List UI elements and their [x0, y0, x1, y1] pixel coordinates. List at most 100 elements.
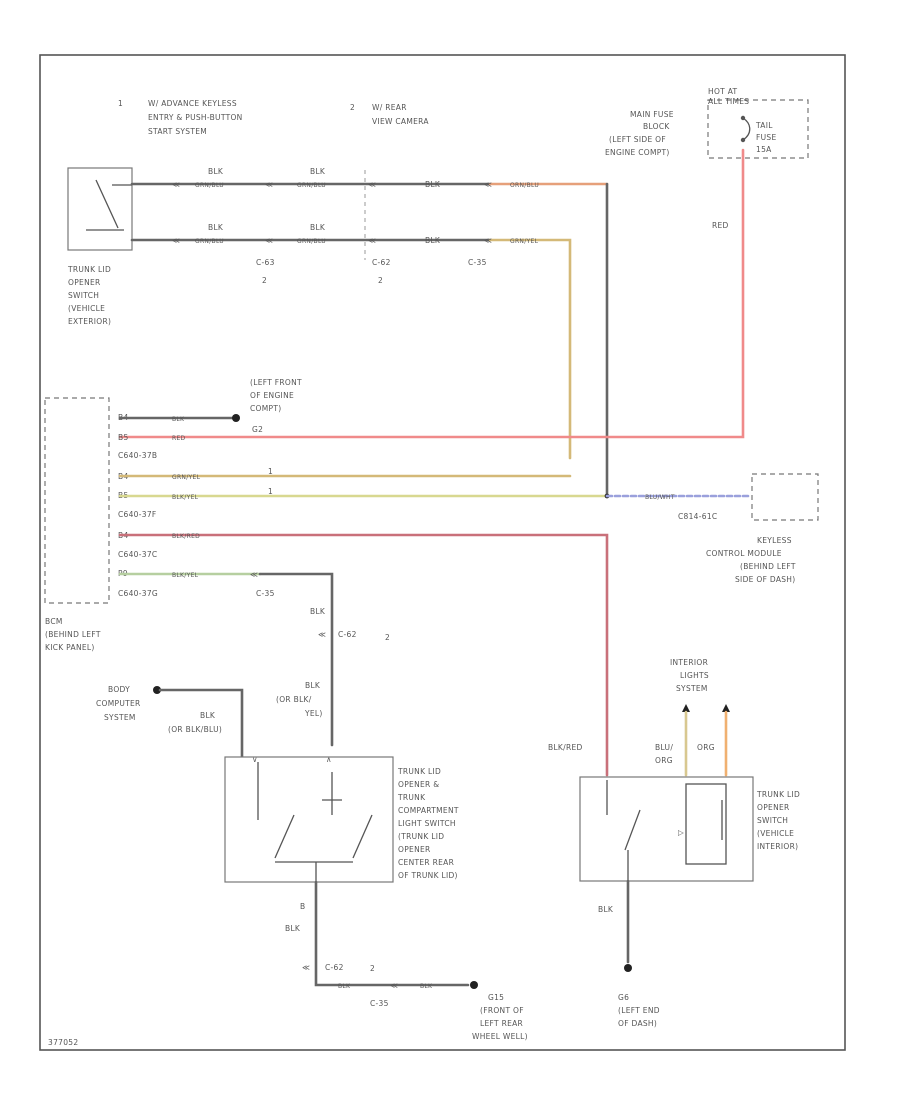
interior-switch-line1: TRUNK LID: [756, 790, 800, 799]
wire-label-blk-ground2: BLK: [420, 983, 433, 990]
bcm-wires: BLK RED GRN/YEL BLK/YEL BLK/RED BLK/YEL …: [118, 414, 750, 777]
keyless-control-module: C814-61C KEYLESS CONTROL MODULE (BEHIND …: [678, 473, 819, 584]
interior-switch-contact-icon: [624, 809, 641, 851]
wire-label-bcm-blk: BLK: [172, 416, 185, 423]
wire-label-blk-1: BLK: [208, 167, 224, 176]
connector-c35-low: C-35: [370, 999, 389, 1008]
fuse-block-line2: BLOCK: [643, 122, 670, 131]
wire-label-or-blkyel-2: (OR BLK/: [276, 695, 312, 704]
fuse-block-outline: [707, 99, 809, 159]
interior-switch-box: [579, 776, 754, 882]
keyless-line4: SIDE OF DASH): [735, 575, 795, 584]
trunk-switch-line6: (TRUNK LID: [398, 832, 444, 841]
wire-label-blk-lower: BLK: [285, 924, 301, 933]
trunk-switch-contact-right-icon: [352, 814, 373, 859]
diagram-id: 377052: [48, 1038, 78, 1047]
wire-label-blk-ground: BLK: [338, 983, 351, 990]
exterior-switch-box: [67, 167, 133, 251]
wire-label-bcm-red: RED: [172, 435, 186, 442]
connector-mark-9: ≪: [250, 570, 258, 579]
ground-g2-line1: (LEFT FRONT: [250, 378, 302, 387]
notes: 1 W/ ADVANCE KEYLESS ENTRY & PUSH-BUTTON…: [118, 99, 429, 136]
wire-blk-vertical: [258, 572, 334, 747]
wire-label-blkred: BLK/RED: [548, 743, 583, 752]
fuse-block-line1: MAIN FUSE: [630, 110, 674, 119]
connector-c63-note: 2: [262, 276, 267, 285]
connector-mark-10: ≪: [318, 630, 326, 639]
ground-g2-line4: G2: [252, 425, 263, 434]
ground-g15-icon: [470, 981, 478, 989]
keyless-pin: C814-61C: [678, 512, 717, 521]
bcm-pin-2: B5: [118, 433, 129, 442]
fuse-element-icon: [742, 117, 751, 141]
trunk-compartment-switch: ∨ ∧ TRUNK LID OPENER & TRUNK COMPARTMENT…: [224, 755, 459, 883]
bcm-label-line3: KICK PANEL): [45, 643, 95, 652]
fuse-hot-line1: HOT AT: [708, 87, 738, 96]
ground-g2-line2: OF ENGINE: [250, 391, 294, 400]
wire-label-blk-vertical: BLK: [310, 607, 326, 616]
body-computer-line3: SYSTEM: [104, 713, 136, 722]
bcm-label-line2: (BEHIND LEFT: [45, 630, 101, 639]
wire-label-blk-trunk: BLK: [305, 681, 321, 690]
keyless-line2: CONTROL MODULE: [706, 549, 782, 558]
ext-switch-line1: TRUNK LID: [67, 265, 111, 274]
wire-label-grn-low2: GRN/BLU: [297, 238, 326, 245]
trunk-switch-line8: CENTER REAR: [398, 858, 454, 867]
ground-g6-line3: OF DASH): [618, 1019, 657, 1028]
wire-label-org: ORG: [697, 743, 715, 752]
interior-switch-line2: OPENER: [757, 803, 790, 812]
ground-g6-line2: (LEFT END: [618, 1006, 660, 1015]
connector-c62-note: 2: [378, 276, 383, 285]
ground-g6-icon: [624, 964, 632, 972]
wire-label-blu-org-2: ORG: [655, 756, 673, 765]
connector-mark-11: ≪: [302, 963, 310, 972]
trunk-switch-line3: TRUNK: [397, 793, 426, 802]
bcm-note-1: 1: [268, 467, 273, 476]
connector-c62: C-62: [372, 258, 391, 267]
wire-label-or-blkyel-1: (OR BLK/BLU): [168, 725, 222, 734]
interior-switch-diode-icon: ▷: [678, 828, 684, 837]
bcm-pin-10: C640-37G: [118, 589, 158, 598]
wire-label-blk-2: BLK: [310, 167, 326, 176]
connector-mark-7: ≪: [484, 180, 492, 189]
note-1-line2: ENTRY & PUSH-BUTTON: [148, 113, 243, 122]
ground-g15-line1: G15: [488, 993, 504, 1002]
ext-switch-line3: SWITCH: [68, 291, 99, 300]
bcm-pin-3: C640-37B: [118, 451, 157, 460]
trunk-switch-box: [224, 756, 394, 883]
ground-g15-line2: (FRONT OF: [480, 1006, 524, 1015]
connector-c35-top: C-35: [468, 258, 487, 267]
wire-red-fuse: [118, 148, 745, 439]
trunk-switch-contact-left-icon: [274, 814, 295, 859]
interior-lights-line2: LIGHTS: [680, 671, 709, 680]
ground-g15-circuit: B BLK ≪ C-62 2 BLK BLK ≪ C-35 G15 (FRONT…: [285, 880, 528, 1041]
note-1-line1: W/ ADVANCE KEYLESS: [148, 99, 237, 108]
ground-g6-circuit: BLK G6 (LEFT END OF DASH): [598, 879, 660, 1028]
wire-label-keyless: BLU/WHT: [645, 494, 675, 501]
note-1-line3: START SYSTEM: [148, 127, 207, 136]
wire-label-red-fuse: RED: [712, 221, 729, 230]
connector-mark-12: ≪: [390, 981, 398, 990]
wire-label-bcm-blkyel2: BLK/YEL: [172, 572, 199, 579]
ext-switch-line2: OPENER: [68, 278, 101, 287]
wire-label-org-top: ORN/BLU: [510, 182, 539, 189]
main-fuse-block: HOT AT ALL TIMES TAIL FUSE 15A MAIN FUSE…: [605, 87, 809, 159]
fuse-label-line3: 15A: [756, 145, 772, 154]
interior-trunk-switch: BLK/RED ▷ TRUNK LID OPENER SWITCH (VEHIC…: [548, 743, 800, 882]
body-computer-line2: COMPUTER: [96, 699, 141, 708]
fuse-block-line4: ENGINE COMPT): [605, 148, 670, 157]
wire-label-b: B: [300, 902, 305, 911]
wire-body-computer: [158, 688, 244, 762]
ext-switch-line4: (VEHICLE: [68, 304, 105, 313]
keyless-line3: (BEHIND LEFT: [740, 562, 796, 571]
bcm-note-2: 1: [268, 487, 273, 496]
wire-label-bcm-grnyel: GRN/YEL: [172, 474, 201, 481]
wire-bcm-blkred: [118, 533, 609, 777]
bcm-label-line1: BCM: [45, 617, 63, 626]
ground-g6-line1: G6: [618, 993, 629, 1002]
trunk-switch-line4: COMPARTMENT: [398, 806, 459, 815]
bcm-outline: [44, 397, 110, 604]
body-computer: BODY COMPUTER SYSTEM BLK (OR BLK/BLU): [96, 685, 244, 762]
connector-mark-1: ≪: [172, 180, 180, 189]
